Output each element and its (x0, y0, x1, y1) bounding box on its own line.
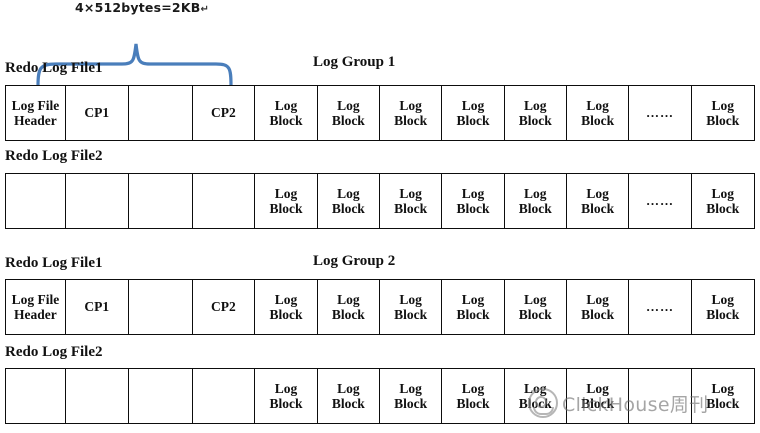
cell-empty[interactable] (6, 174, 66, 228)
group-title-2: Log Group 2 (313, 253, 396, 269)
cell-log-block[interactable]: Log Block (505, 174, 567, 228)
file-label-g2-f1: Redo Log File1 (5, 255, 103, 271)
cell-log-block[interactable]: Log Block (567, 369, 630, 423)
file-label-g2-f2: Redo Log File2 (5, 344, 103, 360)
cell-log-block[interactable]: Log Block (442, 280, 505, 334)
blue-curly-brace-icon (36, 43, 233, 88)
cell-log-block[interactable]: Log Block (442, 369, 505, 423)
cell-ellipsis: …… (629, 280, 692, 334)
cell-empty[interactable] (629, 369, 692, 423)
cell-ellipsis: …… (629, 174, 692, 228)
cell-empty[interactable] (129, 369, 193, 423)
cell-empty[interactable] (6, 369, 66, 423)
cell-log-block[interactable]: Log Block (380, 369, 443, 423)
file-label-g1-f1: Redo Log File1 (5, 60, 103, 76)
cell-log-block[interactable]: Log Block (505, 369, 567, 423)
redo-log-file-strip-g1-f2: Log Block Log Block Log Block Log Block … (5, 173, 755, 229)
cell-log-block[interactable]: Log Block (567, 280, 630, 334)
cell-log-block[interactable]: Log Block (318, 174, 380, 228)
cell-log-block-last[interactable]: Log Block (706, 380, 740, 411)
cell-log-block[interactable]: Log Block (255, 369, 318, 423)
cell-log-block[interactable]: Log Block (567, 174, 630, 228)
cell-log-block[interactable]: Log Block (318, 86, 380, 140)
cell-empty[interactable] (129, 86, 193, 140)
group-title-1: Log Group 1 (313, 54, 396, 70)
cell-empty[interactable] (66, 174, 129, 228)
cell-log-block[interactable]: Log Block (442, 174, 505, 228)
cell-log-block-last[interactable]: Log Block (706, 291, 740, 322)
file-label-g1-f2: Redo Log File2 (5, 148, 103, 164)
cell-empty[interactable] (193, 369, 256, 423)
cell-log-block[interactable]: Log Block (505, 86, 567, 140)
cell-empty[interactable] (129, 280, 193, 334)
cell-cp2[interactable]: CP2 (193, 86, 256, 140)
cell-empty[interactable] (66, 369, 129, 423)
cell-log-block[interactable]: Log Block (255, 86, 318, 140)
brace-annotation-text: 4×512bytes=2KB (75, 0, 201, 15)
redo-log-file-strip-g2-f1: Log File Header CP1 CP2 Log Block Log Bl… (5, 279, 755, 335)
cell-log-block[interactable]: Log Block (318, 280, 380, 334)
cell-log-block[interactable]: Log Block (442, 86, 505, 140)
cell-cp1[interactable]: CP1 (66, 86, 129, 140)
cell-log-block[interactable]: Log Block (255, 174, 318, 228)
cell-log-block[interactable]: Log Block (255, 280, 318, 334)
cell-cp2[interactable]: CP2 (193, 280, 256, 334)
cell-ellipsis: …… (629, 86, 692, 140)
cell-log-file-header[interactable]: Log File Header (6, 280, 66, 334)
cell-log-file-header[interactable]: Log File Header (6, 86, 66, 140)
cell-empty[interactable] (193, 174, 256, 228)
brace-annotation-label: 4×512bytes=2KB↵ (75, 0, 215, 15)
cell-empty[interactable] (129, 174, 193, 228)
pilcrow-mark: ↵ (200, 4, 210, 15)
cell-log-block[interactable]: Log Block (380, 86, 443, 140)
cell-log-block[interactable]: Log Block (567, 86, 630, 140)
cell-log-block[interactable]: Log Block (380, 280, 443, 334)
redo-log-file-strip-g2-f2: Log Block Log Block Log Block Log Block … (5, 368, 755, 424)
cell-log-block[interactable]: Log Block (505, 280, 567, 334)
cell-log-block-last[interactable]: Log Block (706, 97, 740, 128)
redo-log-file-strip-g1-f1: Log File Header CP1 CP2 Log Block Log Bl… (5, 85, 755, 141)
cell-cp1[interactable]: CP1 (66, 280, 129, 334)
cell-log-block-last[interactable]: Log Block (706, 185, 740, 216)
cell-log-block[interactable]: Log Block (380, 174, 443, 228)
cell-log-block[interactable]: Log Block (318, 369, 380, 423)
